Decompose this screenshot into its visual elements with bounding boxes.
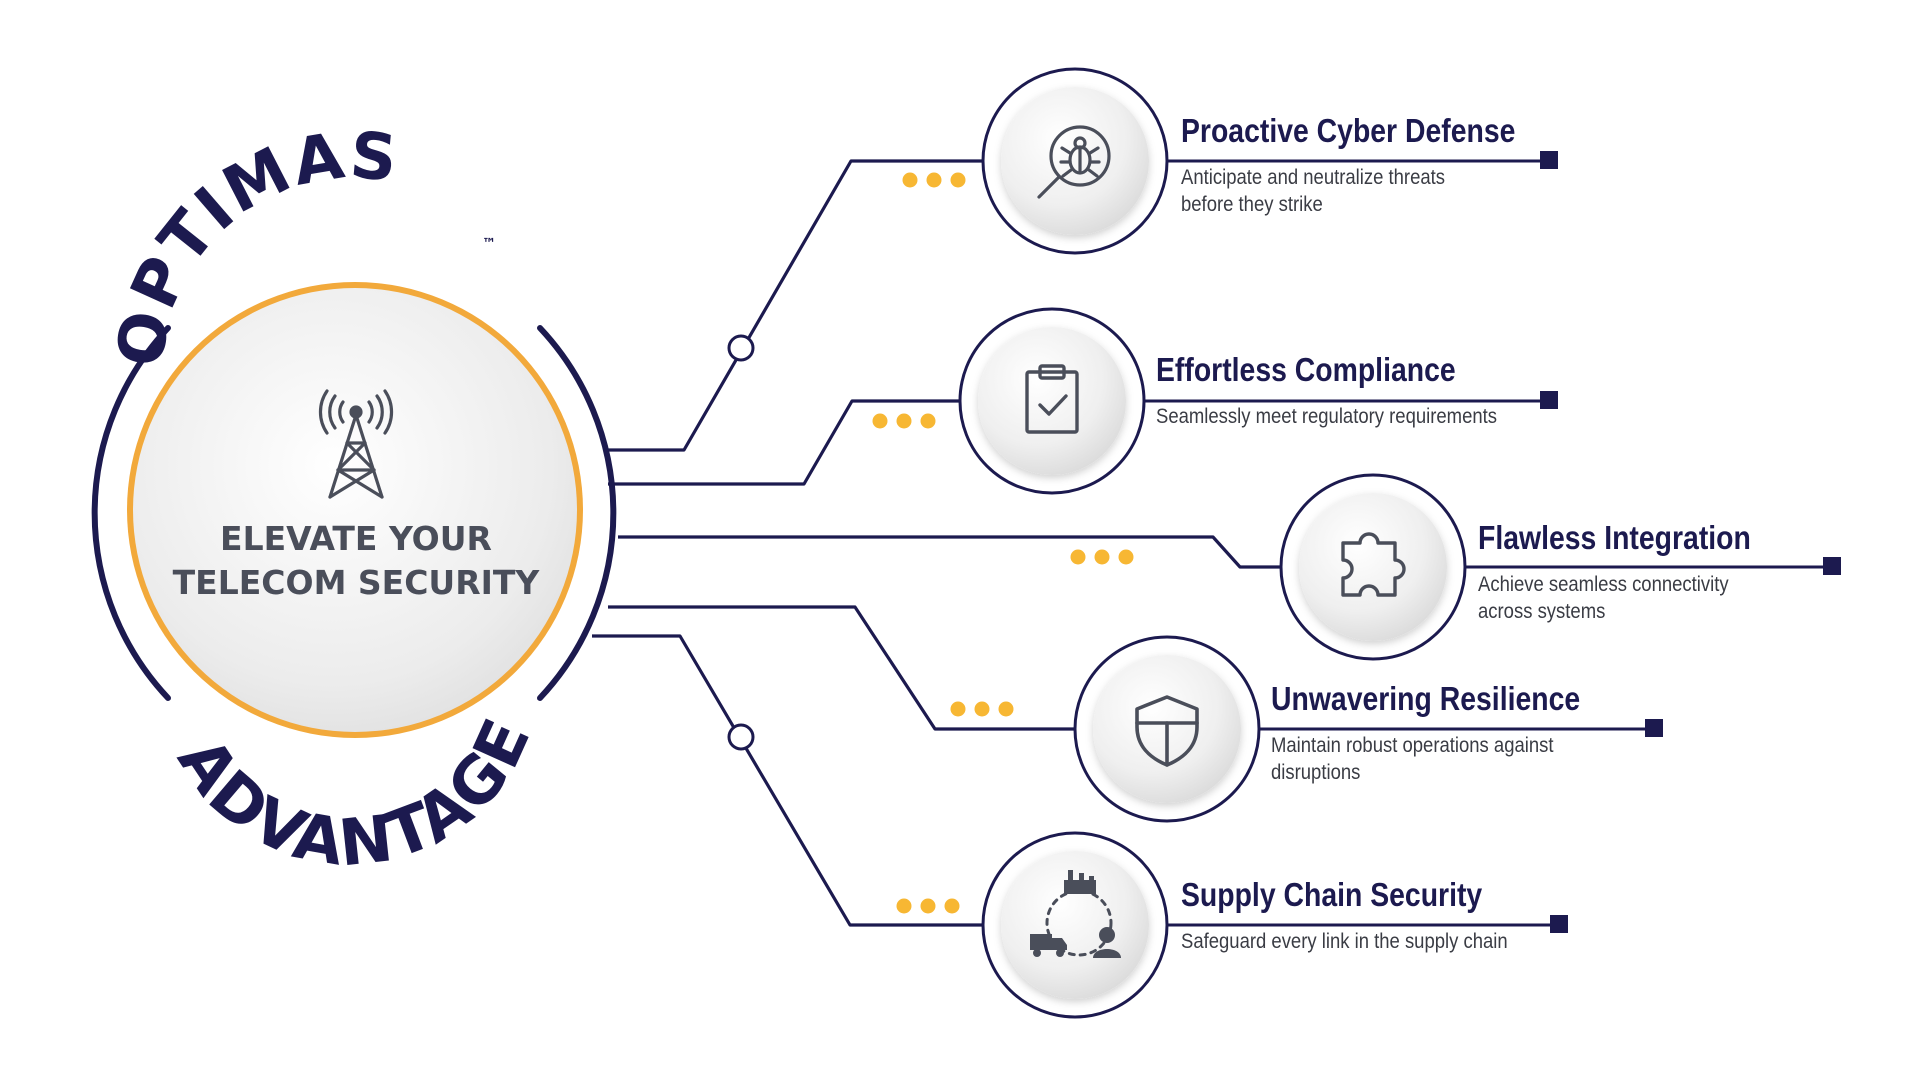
feature-description-4: Maintain robust operations against disru… bbox=[1271, 734, 1554, 784]
dot-triad-3 bbox=[1070, 549, 1134, 565]
end-marker-2 bbox=[1540, 391, 1558, 409]
puzzle-piece-icon bbox=[1341, 532, 1406, 597]
feature-disc-4 bbox=[1073, 635, 1261, 823]
feature-description-5: Safeguard every link in the supply chain bbox=[1181, 930, 1508, 953]
feature-3: Flawless Integration Achieve seamless co… bbox=[1478, 519, 1920, 625]
feature-2: Effortless Compliance Seamlessly meet re… bbox=[1156, 351, 1676, 430]
junction-ring-top bbox=[727, 334, 755, 362]
end-marker-1 bbox=[1540, 151, 1558, 169]
feature-1: Proactive Cyber Defense Anticipate and n… bbox=[1181, 112, 1701, 218]
outer-arcs bbox=[91, 325, 617, 701]
end-marker-3 bbox=[1823, 557, 1841, 575]
feature-description-1: Anticipate and neutralize threats before… bbox=[1181, 166, 1446, 216]
connector-line-1 bbox=[608, 159, 990, 452]
feature-description-3: Achieve seamless connectivity across sys… bbox=[1478, 573, 1729, 623]
outer-arc-right bbox=[537, 325, 617, 701]
center-disc: ELEVATE YOUR TELECOM SECURITY bbox=[127, 282, 583, 738]
feature-disc-2 bbox=[958, 307, 1146, 495]
feature-disc-3 bbox=[1279, 473, 1467, 661]
dot-triad-1 bbox=[902, 172, 966, 188]
end-marker-5 bbox=[1550, 915, 1568, 933]
trademark-symbol: ™ bbox=[482, 236, 496, 252]
bug-search-icon bbox=[1037, 125, 1111, 199]
title-underlines bbox=[1140, 159, 1830, 927]
feature-title-1: Proactive Cyber Defense bbox=[1181, 112, 1516, 149]
feature-4: Unwavering Resilience Maintain robust op… bbox=[1271, 680, 1791, 786]
outer-arc-left bbox=[91, 325, 171, 701]
factory-icon bbox=[1064, 870, 1096, 894]
connector-line-5 bbox=[592, 634, 990, 927]
person-icon bbox=[1093, 927, 1121, 958]
connector-line-2 bbox=[608, 399, 966, 486]
feature-description-2: Seamlessly meet regulatory requirements bbox=[1156, 405, 1497, 428]
connector-line-4 bbox=[608, 605, 1080, 731]
feature-disc-5 bbox=[981, 831, 1169, 1019]
feature-title-3: Flawless Integration bbox=[1478, 519, 1751, 556]
end-markers bbox=[1540, 151, 1841, 933]
connector-lines bbox=[592, 159, 1290, 927]
supply-chain-cycle-icon bbox=[1030, 870, 1121, 958]
center-headline-line-1: ELEVATE YOUR bbox=[220, 519, 492, 558]
center-disc-face bbox=[133, 288, 577, 732]
end-marker-4 bbox=[1645, 719, 1663, 737]
dot-triad-4 bbox=[950, 701, 1014, 717]
shield-icon bbox=[1135, 695, 1199, 767]
cell-tower-icon bbox=[318, 389, 394, 499]
center-headline-line-2: TELECOM SECURITY bbox=[173, 563, 541, 602]
junction-ring-bottom bbox=[727, 723, 755, 751]
dot-triads bbox=[872, 172, 1134, 914]
feature-5: Supply Chain Security Safeguard every li… bbox=[1181, 876, 1701, 955]
clipboard-check-icon bbox=[1025, 364, 1079, 434]
junction-rings bbox=[727, 334, 755, 751]
feature-title-5: Supply Chain Security bbox=[1181, 876, 1483, 913]
dot-triad-2 bbox=[872, 413, 936, 429]
feature-title-2: Effortless Compliance bbox=[1156, 351, 1456, 388]
truck-icon bbox=[1030, 934, 1067, 957]
feature-disc-1 bbox=[981, 67, 1169, 255]
dot-triad-5 bbox=[896, 898, 960, 914]
feature-title-4: Unwavering Resilience bbox=[1271, 680, 1581, 717]
connector-line-3 bbox=[618, 535, 1290, 569]
